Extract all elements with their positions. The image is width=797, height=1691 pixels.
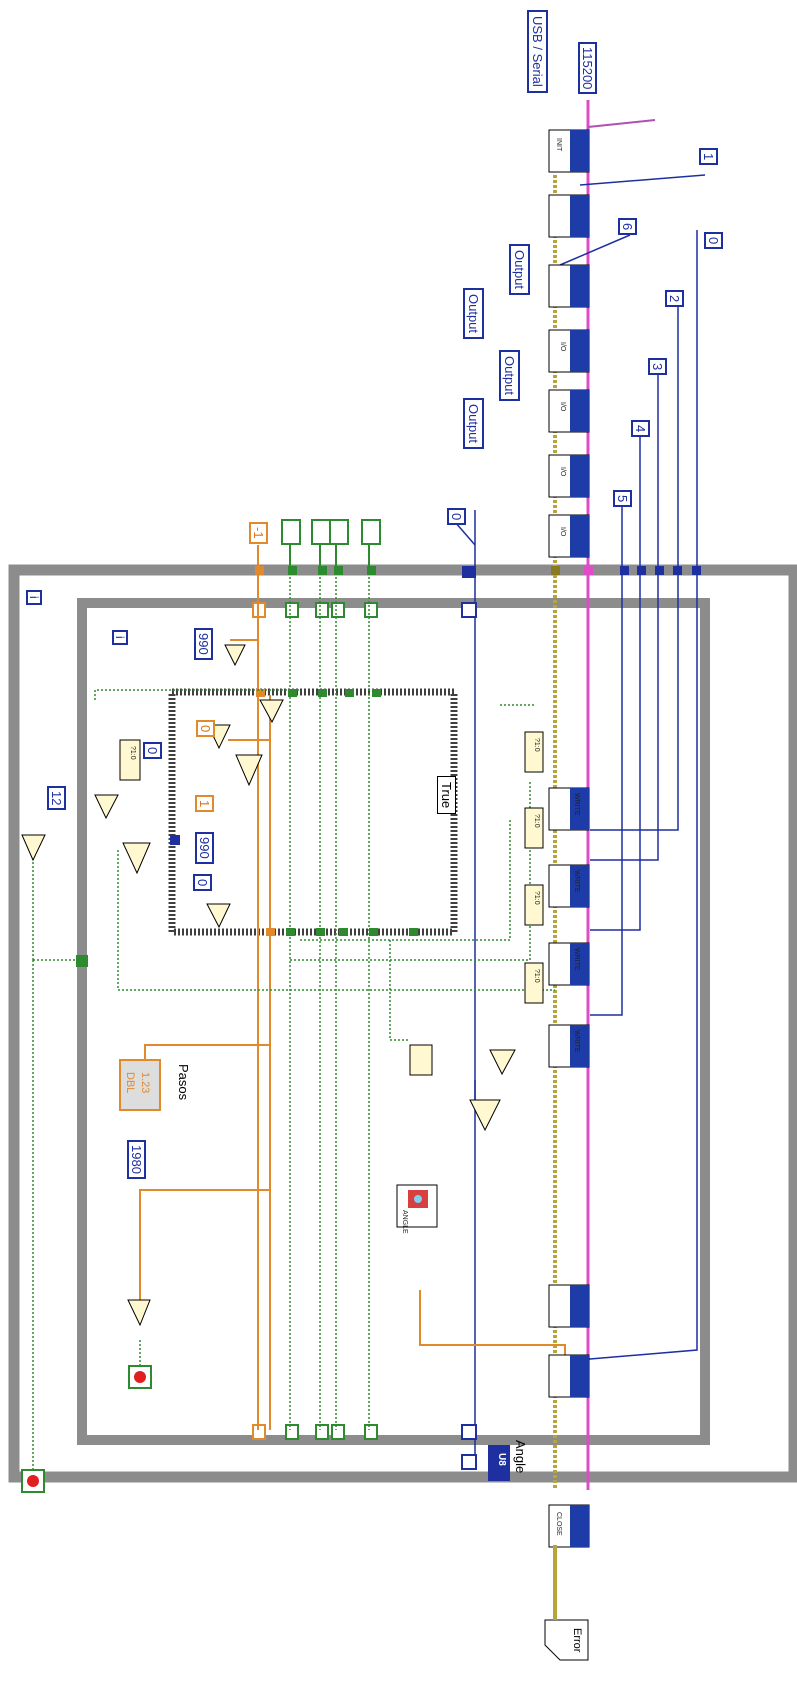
write-subvi-4-label: WRITE bbox=[573, 1030, 580, 1053]
pin-constant-0[interactable]: 0 bbox=[704, 232, 723, 249]
boolean-wires bbox=[33, 545, 555, 1480]
bool-to-num-1: ?1:0 bbox=[533, 738, 540, 752]
neg-one-constant[interactable]: -1 bbox=[249, 522, 268, 544]
init-zero-constant[interactable]: 0 bbox=[447, 508, 466, 525]
angle-subvi-label: ANGLE bbox=[401, 1210, 408, 1234]
mode-output-ring-3[interactable]: Output bbox=[499, 350, 520, 401]
pin-constant-2[interactable]: 2 bbox=[665, 290, 684, 307]
pin-constant-5[interactable]: 5 bbox=[613, 490, 632, 507]
zero-constant-inner[interactable]: 0 bbox=[193, 874, 212, 891]
case-tunnels bbox=[256, 689, 418, 936]
init-subvi-label: INIT bbox=[555, 138, 562, 151]
inner-iteration-terminal: i bbox=[112, 630, 128, 645]
pin-constant-6[interactable]: 6 bbox=[618, 218, 637, 235]
io-subvi-2-label: I/O bbox=[559, 402, 566, 411]
write-subvi-2-label: WRITE bbox=[573, 870, 580, 893]
mode-output-ring-4[interactable]: Output bbox=[463, 398, 484, 449]
io-subvi-3-label: I/O bbox=[559, 467, 566, 476]
reference-wire-top bbox=[588, 120, 655, 127]
compare-nodes bbox=[22, 645, 515, 1325]
angle-label: Angle bbox=[514, 1440, 527, 1473]
io-subvi-1-label: I/O bbox=[559, 342, 566, 351]
step-990-constant-b[interactable]: 990 bbox=[195, 832, 214, 864]
bool-to-num-2: ?1:0 bbox=[533, 814, 540, 828]
limit-1980-constant[interactable]: 1980 bbox=[127, 1140, 146, 1179]
write-subvi-3-label: WRITE bbox=[573, 948, 580, 971]
inner-while-loop[interactable] bbox=[82, 603, 705, 1440]
close-subvi-label: CLOSE bbox=[555, 1512, 562, 1536]
bool-to-num-5: ?1:0 bbox=[129, 746, 136, 760]
write-subvi-1-label: WRITE bbox=[573, 793, 580, 816]
pasos-value: 1.23 bbox=[139, 1072, 150, 1093]
error-out-label: Error bbox=[571, 1628, 582, 1652]
port-ring[interactable]: USB / Serial bbox=[527, 10, 548, 93]
inner-loop-shift-registers bbox=[253, 603, 476, 1469]
zero-constant-left[interactable]: 0 bbox=[143, 742, 162, 759]
pin-constant-4[interactable]: 4 bbox=[631, 420, 650, 437]
pin-constant-3[interactable]: 3 bbox=[648, 358, 667, 375]
board-constant[interactable]: 1 bbox=[699, 148, 718, 165]
one-constant[interactable]: 1 bbox=[195, 795, 214, 812]
mode-output-ring-1[interactable]: Output bbox=[509, 244, 530, 295]
dbl-wires bbox=[140, 545, 565, 1430]
loop-condition-terminal bbox=[76, 955, 88, 967]
mode-output-ring-2[interactable]: Output bbox=[463, 288, 484, 339]
baud-constant[interactable]: 115200 bbox=[578, 42, 597, 94]
zero-constant-case[interactable]: 0 bbox=[196, 720, 215, 737]
case-selector[interactable]: True bbox=[437, 776, 456, 814]
io-subvi-4-label: I/O bbox=[559, 527, 566, 536]
bool-to-num-4: ?1:0 bbox=[533, 969, 540, 983]
step-990-constant[interactable]: 990 bbox=[194, 628, 213, 660]
pasos-type: DBL bbox=[124, 1072, 135, 1093]
bool-to-num-3: ?1:0 bbox=[533, 891, 540, 905]
angle-type: U8 bbox=[495, 1450, 507, 1469]
twelve-constant[interactable]: 12 bbox=[47, 786, 66, 810]
outer-iteration-terminal: i bbox=[26, 590, 42, 605]
pasos-label: Pasos bbox=[177, 1064, 190, 1100]
bool-to-num-nodes bbox=[120, 732, 543, 1003]
outer-while-loop[interactable] bbox=[14, 570, 794, 1477]
bool-constants bbox=[282, 520, 380, 544]
